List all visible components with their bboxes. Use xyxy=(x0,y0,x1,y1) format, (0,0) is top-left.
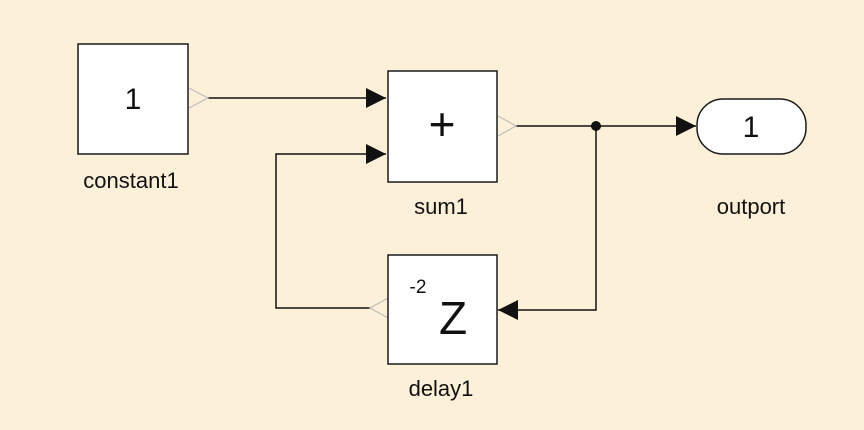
branch-point xyxy=(591,121,601,131)
delay-output-port-icon[interactable] xyxy=(368,297,389,319)
outport-block[interactable] xyxy=(696,98,807,155)
outport-value: 1 xyxy=(743,111,760,144)
sum-label: sum1 xyxy=(414,194,468,219)
delay-block[interactable] xyxy=(387,254,498,365)
constant-block[interactable] xyxy=(77,43,189,155)
delay-symbol: Z xyxy=(439,292,467,344)
constant-output-port-icon[interactable] xyxy=(188,87,210,109)
sum-output-port-icon[interactable] xyxy=(497,115,518,137)
constant-value: 1 xyxy=(125,83,142,116)
sum-symbol: + xyxy=(429,98,456,150)
signal-branch-to-delay[interactable] xyxy=(498,126,597,320)
sum-block[interactable] xyxy=(387,70,498,183)
delay-label: delay1 xyxy=(409,376,474,401)
delay-exponent: -2 xyxy=(410,277,427,298)
signal-feedback-to-sum[interactable] xyxy=(275,144,386,309)
constant-label: constant1 xyxy=(83,168,178,193)
outport-label: outport xyxy=(717,194,786,219)
